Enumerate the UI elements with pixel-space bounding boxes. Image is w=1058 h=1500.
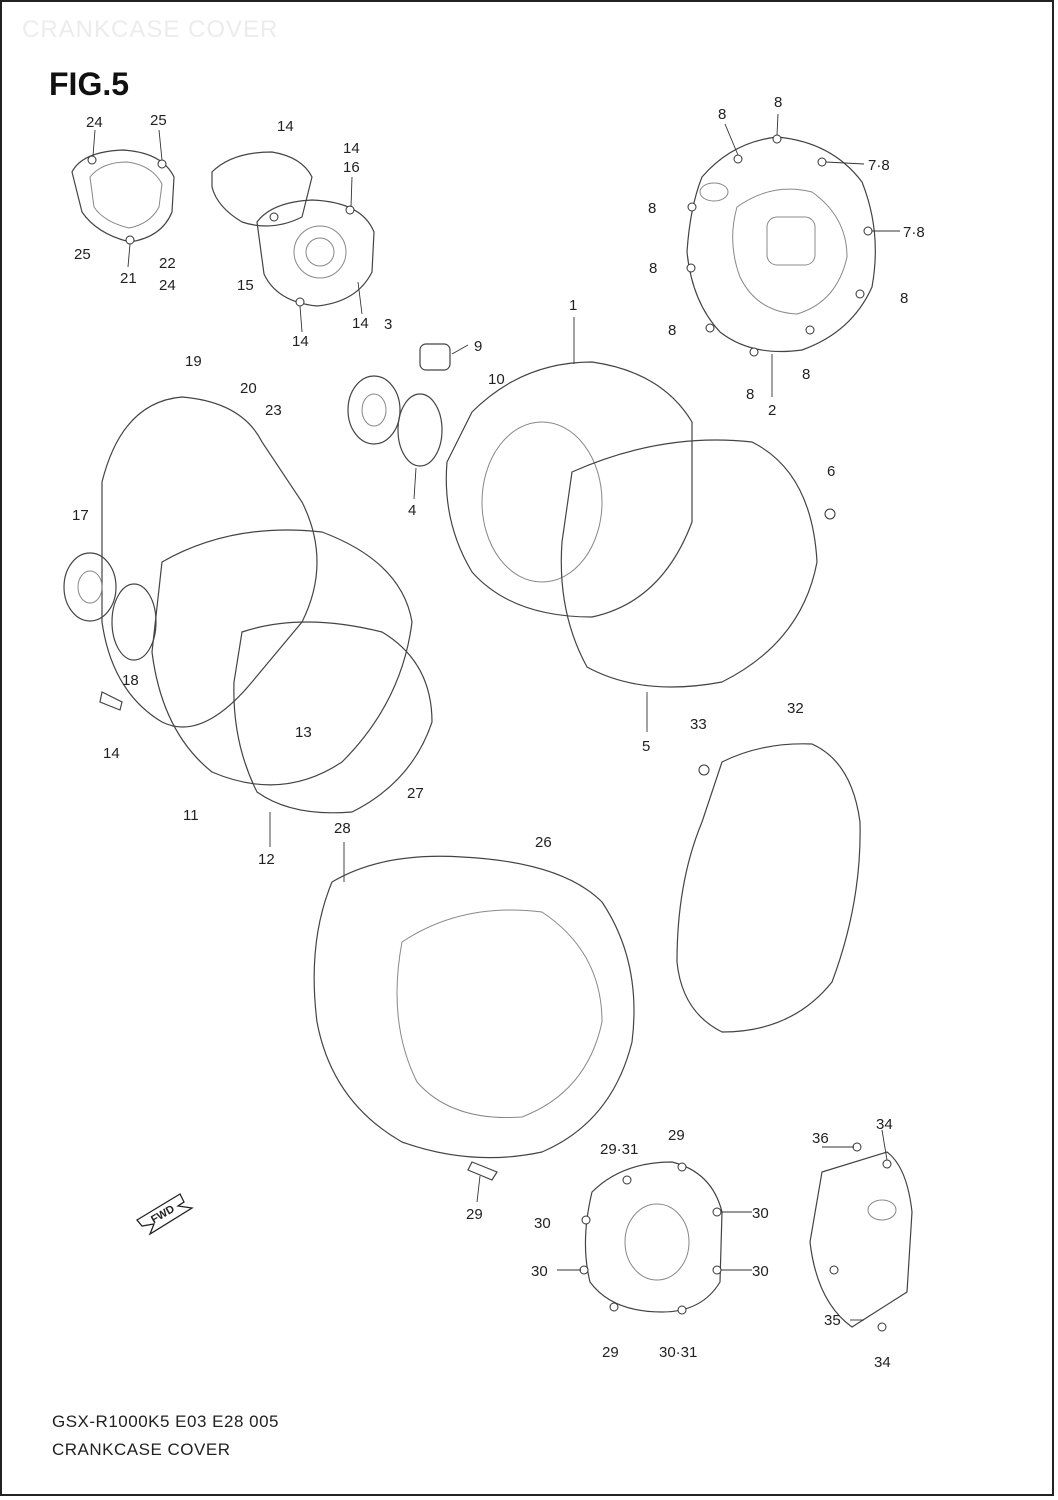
part-outlines — [63, 134, 913, 1332]
callout-label: 34 — [876, 1116, 893, 1133]
callout-label: 14 — [277, 118, 294, 135]
callout-label: 20 — [240, 380, 257, 397]
sprocket-cover-outline — [676, 743, 861, 1033]
callout-label: 30 — [534, 1215, 551, 1232]
callout-label: 8 — [802, 366, 810, 383]
callout-label: 10 — [488, 371, 505, 388]
callout-label: 27 — [407, 785, 424, 802]
callout-label: 15 — [237, 277, 254, 294]
callout-label: 21 — [120, 270, 137, 287]
water-pump-cover-outline — [71, 149, 175, 243]
small-side-cover-outline — [809, 1151, 913, 1328]
starter-cover-gasket-outline — [233, 621, 433, 814]
callout-label: 11 — [183, 807, 199, 824]
callout-label: 32 — [787, 700, 804, 717]
callout-label: 25 — [74, 246, 91, 263]
leader-lines — [92, 113, 900, 1321]
pump-assembly-outline — [211, 151, 313, 227]
callout-label: 23 — [265, 402, 282, 419]
callout-label: 22 — [159, 255, 176, 272]
callout-label: 24 — [159, 277, 176, 294]
callout-label: 35 — [824, 1312, 841, 1329]
callout-label: 12 — [258, 851, 275, 868]
callout-label: 7·8 — [903, 224, 925, 241]
callout-label: 14 — [352, 315, 369, 332]
callout-label: 14 — [292, 333, 309, 350]
clutch-gasket-outline — [560, 439, 818, 688]
callout-label: 19 — [185, 353, 202, 370]
callout-label: 6 — [827, 463, 835, 480]
callout-label: 25 — [150, 112, 167, 129]
oil-filler-cap-outline — [419, 343, 451, 371]
callout-label: 24 — [86, 114, 103, 131]
callout-label: 2 — [768, 402, 776, 419]
callout-label: 26 — [535, 834, 552, 851]
callout-label: 3 — [384, 316, 392, 333]
callout-label: 7·8 — [868, 157, 890, 174]
callout-label: 29 — [466, 1206, 483, 1223]
callout-label: 29 — [668, 1127, 685, 1144]
callout-label: 8 — [668, 322, 676, 339]
callout-label: 29·31 — [600, 1141, 638, 1158]
figure-label: FIG.5 — [49, 66, 130, 102]
callout-label: 1 — [569, 297, 577, 314]
magneto-cover-outline — [313, 855, 635, 1159]
callout-label: 30·31 — [659, 1344, 697, 1361]
callout-label: 30 — [752, 1263, 769, 1280]
callout-numbers: 24 25 14 14 16 25 21 22 24 15 14 14 3 8 … — [72, 94, 925, 1371]
clutch-cover-outline — [445, 361, 693, 618]
generator-cover-outline — [686, 136, 876, 353]
callout-label: 14 — [343, 140, 360, 157]
callout-label: 8 — [774, 94, 782, 111]
callout-label: 30 — [531, 1263, 548, 1280]
callout-label: 17 — [72, 507, 89, 524]
signal-generator-cover-outline — [584, 1161, 723, 1313]
callout-label: 36 — [812, 1130, 829, 1147]
faint-header-title: CRANKCASE COVER — [22, 16, 279, 43]
callout-label: 34 — [874, 1354, 891, 1371]
callout-label: 8 — [746, 386, 754, 403]
model-code: GSX-R1000K5 E03 E28 005 — [52, 1412, 279, 1431]
callout-label: 30 — [752, 1205, 769, 1222]
callout-label: 28 — [334, 820, 351, 837]
callout-label: 16 — [343, 159, 360, 176]
callout-label: 8 — [900, 290, 908, 307]
callout-label: 14 — [103, 745, 120, 762]
callout-label: 8 — [718, 106, 726, 123]
callout-label: 5 — [642, 738, 650, 755]
callout-label: 8 — [649, 260, 657, 277]
callout-label: 29 — [602, 1344, 619, 1361]
callout-label: 13 — [295, 724, 312, 741]
section-name: CRANKCASE COVER — [52, 1440, 231, 1459]
fwd-arrow-icon — [136, 1193, 194, 1236]
callout-label: 18 — [122, 672, 139, 689]
oil-seal-outline — [347, 375, 401, 445]
o-ring-outline — [397, 393, 443, 467]
starter-clutch-cover-outline — [101, 396, 318, 728]
callout-label: 8 — [648, 200, 656, 217]
callout-label: 4 — [408, 502, 416, 519]
callout-label: 9 — [474, 338, 482, 355]
callout-label: 33 — [690, 716, 707, 733]
